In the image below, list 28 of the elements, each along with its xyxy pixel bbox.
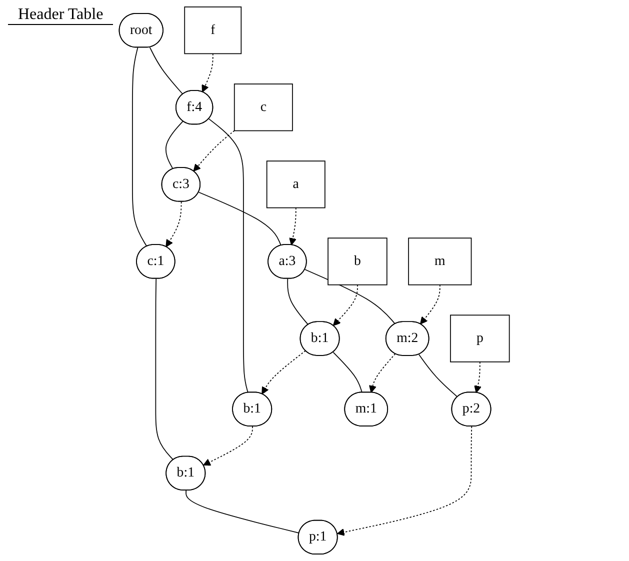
node-box: b (328, 238, 388, 286)
node-box: m (408, 238, 472, 286)
connector (186, 490, 300, 534)
node-box: p (450, 314, 510, 362)
node-box: c (234, 84, 294, 132)
connector (132, 47, 148, 247)
arrow (193, 130, 236, 172)
arrow (202, 53, 214, 92)
arrow (262, 350, 306, 394)
connector (198, 192, 282, 246)
connector (208, 118, 249, 394)
table-heading: Header Table (8, 6, 114, 25)
connector (150, 46, 184, 95)
arrow (203, 426, 254, 466)
connector (166, 120, 184, 170)
node-box: a (266, 160, 326, 208)
arrow (474, 361, 482, 394)
arrow (369, 353, 396, 393)
connector (155, 278, 174, 460)
connector (418, 354, 458, 398)
node-box: f (184, 6, 242, 54)
arrow (166, 201, 182, 248)
arrow (333, 284, 358, 326)
connector (287, 278, 309, 326)
arrow (420, 284, 441, 324)
arrow (337, 426, 472, 536)
arrow (289, 207, 297, 246)
connector (333, 352, 363, 394)
